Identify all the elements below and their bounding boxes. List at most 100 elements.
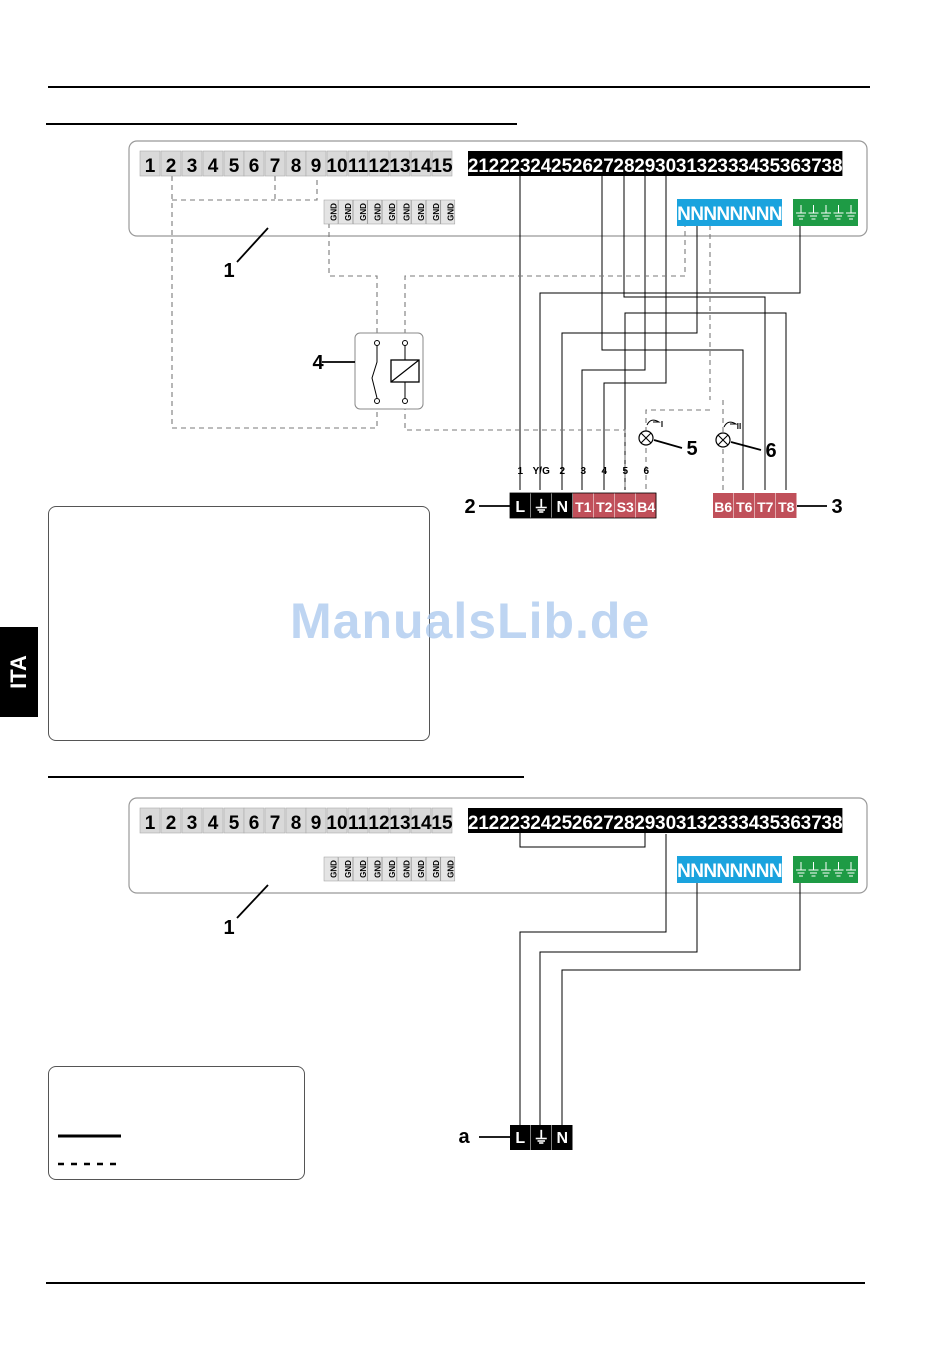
- board1-terminal-label-6: 6: [249, 156, 260, 177]
- board1-terminal-label-31: 31: [676, 156, 698, 177]
- lamp-5-icon-cross: [640, 432, 652, 444]
- board1-terminal-10: [326, 150, 348, 177]
- board2-gnd-label: GND: [446, 860, 455, 878]
- callout-connector-a: a: [458, 1126, 470, 1148]
- wire-neutral: [561, 225, 698, 490]
- connector2-pin-3: [573, 493, 594, 518]
- connector-a-pin-2: [552, 1125, 573, 1150]
- relay-coil-diag: [390, 359, 420, 383]
- board2-terminal-label-38: 38: [821, 813, 842, 834]
- connector2-pin-label: N: [556, 499, 568, 516]
- board1-earth-icon: [796, 205, 806, 220]
- board2-gnd-label: GND: [403, 860, 412, 878]
- board1-terminal-4: [202, 150, 224, 177]
- board1-terminal-15: [431, 150, 453, 177]
- connector2-pin-number: 5: [622, 466, 628, 477]
- board2-terminal-label-32: 32: [697, 813, 718, 834]
- lamp-5-callout: 5: [686, 438, 697, 460]
- board2-terminal-label-5: 5: [229, 813, 240, 834]
- callout-board-1-leader: [236, 227, 269, 263]
- board2-terminal-label-35: 35: [759, 813, 781, 834]
- board1-gnd-label: GND: [330, 203, 339, 221]
- board1-terminal-label-35: 35: [759, 156, 781, 177]
- board2-earth-icon: [796, 862, 806, 877]
- board1-terminal-label-10: 10: [326, 156, 347, 177]
- wire-dashed-7-9: [274, 176, 318, 201]
- board2-gnd-block: [411, 856, 426, 882]
- callout-relay: 4: [312, 352, 324, 374]
- watermark: ManualsLib.de: [290, 593, 651, 649]
- board1-gnd-block: [352, 199, 368, 225]
- board1-terminal-14: [410, 150, 432, 177]
- board2-terminal-label-21: 21: [468, 813, 490, 834]
- board1-neutral-label: N: [716, 204, 730, 225]
- board1-gnd-block: [367, 199, 383, 225]
- language-tab[interactable]: ITA: [0, 627, 38, 717]
- board1-terminal-1: [139, 150, 161, 177]
- board2-gnd-label: GND: [330, 860, 339, 878]
- relay-switch: [371, 343, 378, 399]
- connector3-pin-label: T7: [757, 499, 774, 515]
- board1-terminal-label-12: 12: [368, 156, 389, 177]
- lamp-5-symbol-icon: [646, 419, 661, 426]
- board1-terminal-label-37: 37: [801, 156, 822, 177]
- connector2-pin-label: B4: [637, 499, 655, 515]
- connector2-pin-number: 2: [559, 466, 565, 477]
- connector3-pin-3: [776, 493, 797, 518]
- board1-terminal-label-11: 11: [348, 156, 369, 177]
- board1-terminal-label-30: 30: [655, 156, 676, 177]
- board1-gnd-label: GND: [373, 203, 382, 221]
- board1-neutral-strip: [677, 199, 782, 226]
- board2-terminal-label-14: 14: [410, 813, 432, 834]
- board2-terminal-1: [139, 807, 161, 834]
- board2-terminal-label-23: 23: [509, 813, 530, 834]
- board1-terminal-label-4: 4: [208, 156, 219, 177]
- relay-terminal: [374, 398, 380, 404]
- board2-neutral-label: N: [677, 861, 691, 882]
- lamp-6-callout: 6: [765, 440, 776, 462]
- board1-terminal-label-7: 7: [270, 156, 281, 177]
- wire-dashed-S3: [404, 405, 626, 490]
- board2-gnd-label: GND: [359, 860, 368, 878]
- board1-terminal-11: [347, 150, 369, 177]
- wire2-N: [539, 882, 698, 1126]
- board1-gnd-label: GND: [432, 203, 441, 221]
- board1-gnd-block: [396, 199, 412, 225]
- board2-neutral-label: N: [690, 861, 704, 882]
- lamp-6-icon-cross: [717, 434, 729, 446]
- board2-terminal-label-13: 13: [389, 813, 410, 834]
- wire-T7: [623, 176, 766, 490]
- board2-neutral-label: N: [756, 861, 770, 882]
- board2-terminal-label-37: 37: [801, 813, 822, 834]
- board2-terminal-label-27: 27: [593, 813, 614, 834]
- relay-terminal: [402, 398, 408, 404]
- board2-terminal-label-30: 30: [655, 813, 676, 834]
- board2-terminal-7: [264, 807, 286, 834]
- wire-dashed-coil: [404, 225, 686, 343]
- board2-earth-icon: [846, 862, 856, 877]
- connector2-pin-number: 3: [580, 466, 586, 477]
- board2-terminal-label-3: 3: [187, 813, 198, 834]
- connector-a-pin-0: [510, 1125, 531, 1150]
- board1-terminal-label-23: 23: [509, 156, 530, 177]
- board2-terminal-label-11: 11: [348, 813, 369, 834]
- connector2-pin-label: L: [515, 499, 525, 516]
- board2-gnd-block: [425, 856, 441, 882]
- board2-terminal-13: [389, 807, 411, 834]
- lamp-5-symbol: I: [661, 420, 663, 429]
- board2-earth-icon: [833, 862, 844, 877]
- wire-T2: [603, 176, 667, 490]
- board1-neutral-label: N: [703, 204, 717, 225]
- board2-terminal-label-8: 8: [291, 813, 302, 834]
- board2-terminal-2: [160, 807, 182, 834]
- board2-terminal-label-10: 10: [326, 813, 347, 834]
- board1-terminal-6: [243, 150, 265, 177]
- wire2-bridge-23-29: [519, 822, 646, 848]
- board1-gnd-block: [382, 199, 397, 225]
- board1-terminal-label-34: 34: [738, 156, 760, 177]
- connector2-pin-number: 1: [517, 466, 523, 477]
- board1-gnd-label: GND: [344, 203, 353, 221]
- wire-T6: [601, 176, 744, 490]
- callout-board-2: 1: [223, 917, 234, 939]
- board1-neutral-label: N: [756, 204, 770, 225]
